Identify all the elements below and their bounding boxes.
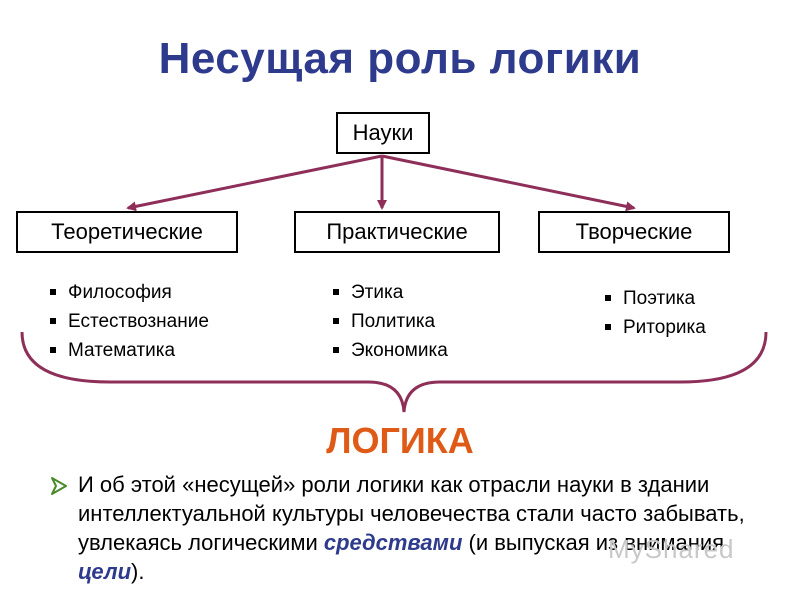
- list-item: Политика: [333, 307, 448, 336]
- list-practical: Этика Политика Экономика: [333, 278, 448, 365]
- list-creative: Поэтика Риторика: [605, 284, 706, 342]
- list-theoretical: Философия Естествознание Математика: [50, 278, 209, 365]
- node-practical: Практические: [294, 211, 500, 253]
- page-title: Несущая роль логики: [158, 34, 642, 83]
- watermark-logo: MyShared: [608, 534, 735, 564]
- paragraph-text: (и выпуская из внимания: [462, 530, 725, 555]
- arrow-to-creative: [381, 154, 636, 212]
- list-item: Этика: [333, 278, 448, 307]
- node-creative: Творческие: [538, 211, 730, 253]
- node-theoretical: Теоретические: [16, 211, 238, 253]
- paragraph-text: ).: [131, 559, 145, 584]
- curly-brace: [20, 331, 768, 413]
- logic-label: ЛОГИКА: [326, 420, 474, 461]
- list-item: Риторика: [605, 313, 706, 342]
- arrow-bullet-icon: [51, 477, 67, 495]
- emphasis-means: средствами: [323, 530, 463, 555]
- list-item: Экономика: [333, 336, 448, 365]
- emphasis-goals: цели: [78, 559, 132, 584]
- list-item: Математика: [50, 336, 209, 365]
- list-item: Естествознание: [50, 307, 209, 336]
- node-sciences: Науки: [336, 112, 430, 154]
- summary-paragraph: И об этой «несущей» роли логики как отра…: [78, 470, 768, 586]
- list-item: Поэтика: [605, 284, 706, 313]
- list-item: Философия: [50, 278, 209, 307]
- paragraph-text: И об этой «несущей» роли логики как отра…: [78, 472, 745, 555]
- arrow-to-theoretical: [126, 154, 383, 212]
